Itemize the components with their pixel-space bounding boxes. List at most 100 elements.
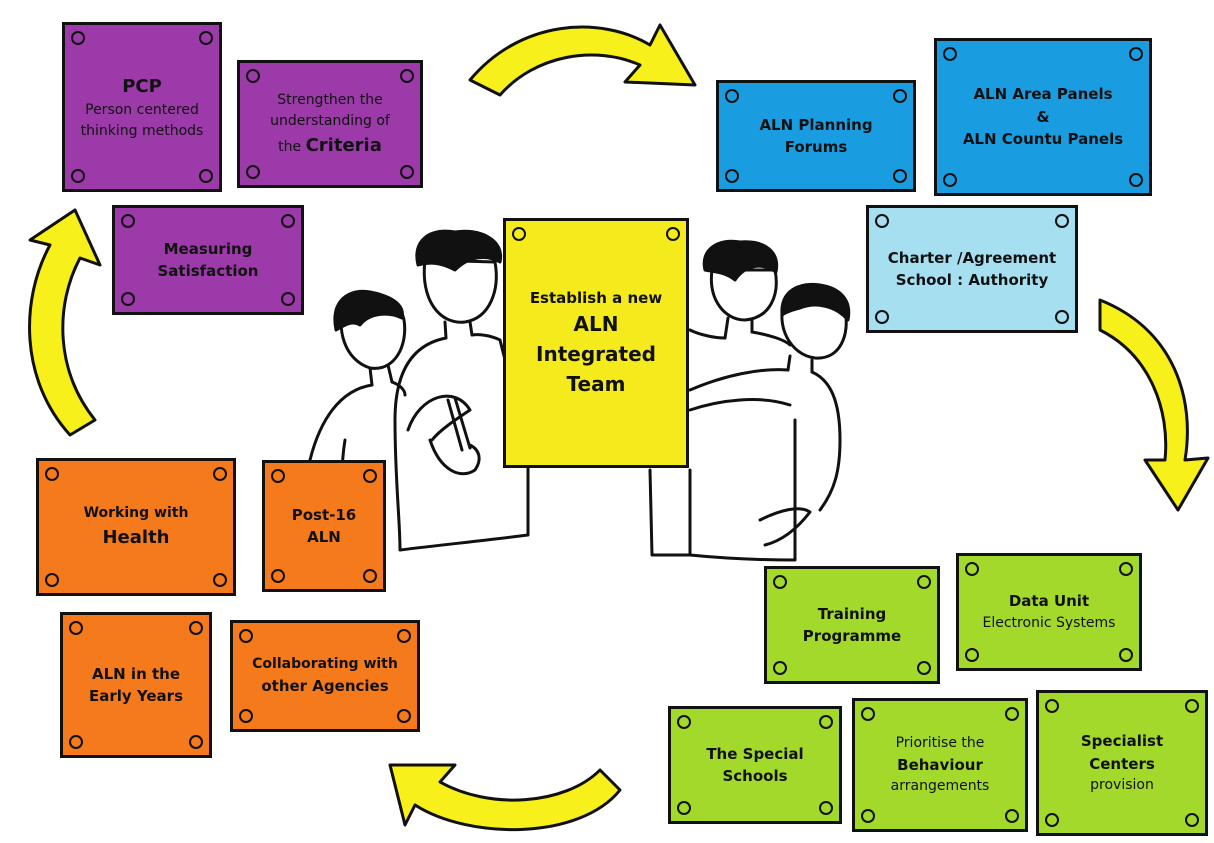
center-line-4: Team xyxy=(566,372,626,397)
team-people-drawing xyxy=(303,229,851,562)
charter-line-1: Charter /Agreement xyxy=(887,248,1057,267)
pin-icon xyxy=(943,47,957,61)
pin-icon xyxy=(677,801,691,815)
agencies-line-1: Collaborating with xyxy=(252,656,398,673)
pin-icon xyxy=(363,569,377,583)
note-training: Training Programme xyxy=(764,566,940,684)
pin-icon xyxy=(819,715,833,729)
pin-icon xyxy=(239,629,253,643)
note-special-schools: The Special Schools xyxy=(668,706,842,824)
dataunit-line-2: Electronic Systems xyxy=(982,614,1116,631)
pin-icon xyxy=(819,801,833,815)
training-line-1: Training xyxy=(817,604,887,623)
behaviour-line-2: Behaviour xyxy=(897,755,983,774)
pin-icon xyxy=(1119,562,1133,576)
pin-icon xyxy=(893,89,907,103)
panels-line-3: ALN Countu Panels xyxy=(962,130,1124,149)
pin-icon xyxy=(363,469,377,483)
pin-icon xyxy=(45,467,59,481)
note-post16: Post-16 ALN xyxy=(262,460,386,592)
pin-icon xyxy=(965,562,979,576)
pin-icon xyxy=(397,629,411,643)
planning-line-1: ALN Planning xyxy=(759,115,873,134)
pin-icon xyxy=(271,569,285,583)
pin-icon xyxy=(861,707,875,721)
pin-icon xyxy=(281,214,295,228)
criteria-line-3-prefix: the xyxy=(278,138,302,155)
note-satisfaction: Measuring Satisfaction xyxy=(112,205,304,315)
pin-icon xyxy=(121,214,135,228)
pin-icon xyxy=(1129,47,1143,61)
pin-icon xyxy=(199,169,213,183)
pin-icon xyxy=(1185,813,1199,827)
pin-icon xyxy=(1005,707,1019,721)
dataunit-line-1: Data Unit xyxy=(1008,592,1090,611)
pin-icon xyxy=(893,169,907,183)
pin-icon xyxy=(1045,699,1059,713)
pin-icon xyxy=(45,573,59,587)
arrow-top-right xyxy=(468,23,697,97)
health-line-2: Health xyxy=(102,527,170,548)
health-line-1: Working with xyxy=(83,505,189,521)
note-data-unit: Data Unit Electronic Systems xyxy=(956,553,1142,671)
note-pcp: PCP Person centered thinking methods xyxy=(62,22,222,192)
pin-icon xyxy=(725,169,739,183)
behaviour-line-1: Prioritise the xyxy=(895,734,985,751)
pin-icon xyxy=(666,227,680,241)
pin-icon xyxy=(1185,699,1199,713)
note-specialist-centers: Specialist Centers provision xyxy=(1036,690,1208,836)
arrow-left-up xyxy=(28,208,102,437)
pin-icon xyxy=(271,469,285,483)
pin-icon xyxy=(725,89,739,103)
pin-icon xyxy=(773,661,787,675)
note-agencies: Collaborating with other Agencies xyxy=(230,620,420,732)
pin-icon xyxy=(71,31,85,45)
pin-icon xyxy=(512,227,526,241)
training-line-2: Programme xyxy=(802,627,902,645)
arrow-bottom-left xyxy=(388,763,622,832)
pin-icon xyxy=(773,575,787,589)
pin-icon xyxy=(397,709,411,723)
pin-icon xyxy=(875,214,889,228)
post16-line-1: Post-16 xyxy=(291,505,357,524)
panels-line-1: ALN Area Panels xyxy=(973,85,1113,104)
charter-line-2: School : Authority xyxy=(895,271,1049,289)
center-line-2: ALN xyxy=(573,312,619,337)
pin-icon xyxy=(189,621,203,635)
note-charter: Charter /Agreement School : Authority xyxy=(866,205,1078,333)
early-line-2: Early Years xyxy=(88,687,183,705)
pin-icon xyxy=(1055,214,1069,228)
cycle-arrows xyxy=(28,23,1210,832)
pcp-line-2: thinking methods xyxy=(80,122,204,139)
center-line-1: Establish a new xyxy=(529,288,663,307)
early-line-1: ALN in the xyxy=(91,664,180,683)
pin-icon xyxy=(1129,173,1143,187)
agencies-line-2: other Agencies xyxy=(261,677,389,696)
criteria-line-3-emph: Criteria xyxy=(305,134,382,156)
pin-icon xyxy=(400,165,414,179)
pin-icon xyxy=(677,715,691,729)
pin-icon xyxy=(213,467,227,481)
arrow-right-down xyxy=(1098,298,1210,512)
pin-icon xyxy=(281,292,295,306)
pin-icon xyxy=(213,573,227,587)
criteria-line-1: Strengthen the xyxy=(277,91,383,108)
pin-icon xyxy=(917,661,931,675)
satisfaction-line-2: Satisfaction xyxy=(157,262,259,280)
pin-icon xyxy=(121,292,135,306)
note-planning: ALN Planning Forums xyxy=(716,80,916,192)
pin-icon xyxy=(246,69,260,83)
pin-icon xyxy=(239,709,253,723)
specialist-line-1: Specialist Centers xyxy=(1080,732,1164,773)
pin-icon xyxy=(917,575,931,589)
pcp-line-1: Person centered xyxy=(85,101,199,118)
pin-icon xyxy=(1055,310,1069,324)
center-note: Establish a new ALN Integrated Team xyxy=(503,218,689,468)
pin-icon xyxy=(71,169,85,183)
pin-icon xyxy=(199,31,213,45)
special-line-1: The Special xyxy=(706,744,804,763)
pin-icon xyxy=(246,165,260,179)
pin-icon xyxy=(1045,813,1059,827)
note-behaviour: Prioritise the Behaviour arrangements xyxy=(852,698,1028,832)
pin-icon xyxy=(400,69,414,83)
